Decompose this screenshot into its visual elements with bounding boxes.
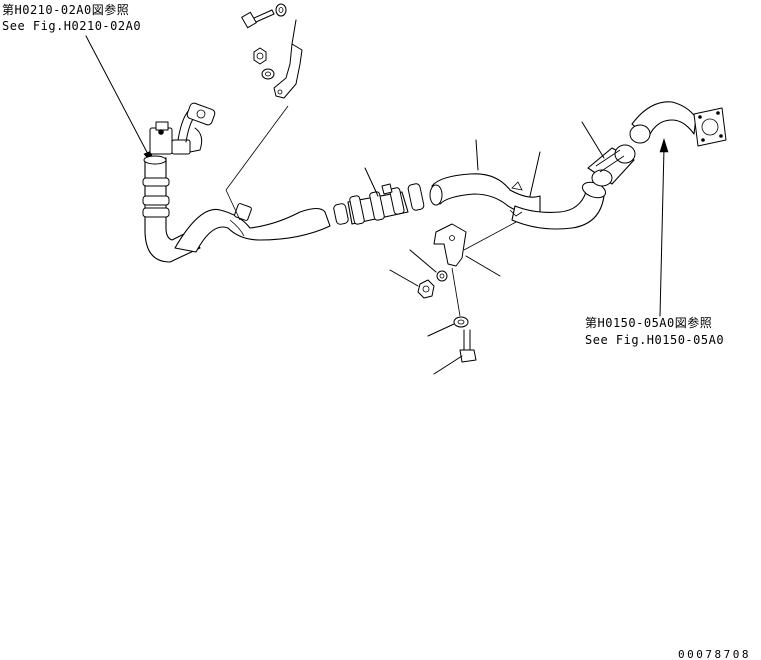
- main-pipe-left: [174, 203, 331, 253]
- coupler-assembly: [333, 167, 425, 225]
- top-bracket-assembly: [225, 3, 303, 221]
- main-pipe-middle: [429, 139, 541, 215]
- ref-right-line2: See Fig.H0150-05A0: [585, 333, 724, 347]
- ref-arrow-left: [85, 35, 155, 167]
- support-bracket: [433, 221, 517, 277]
- ref-left-line1: 第H0210-02A0図参照: [2, 2, 129, 17]
- ref-left-line2: See Fig.H0210-02A0: [2, 19, 141, 33]
- drawing-code: 00078708: [678, 648, 751, 660]
- hardware-stack: [389, 249, 477, 375]
- elbow-flange: [629, 101, 727, 147]
- main-pipe-right: [509, 121, 636, 230]
- ref-right-line1: 第H0150-05A0図参照: [585, 315, 712, 330]
- ref-arrow-right: [659, 137, 669, 317]
